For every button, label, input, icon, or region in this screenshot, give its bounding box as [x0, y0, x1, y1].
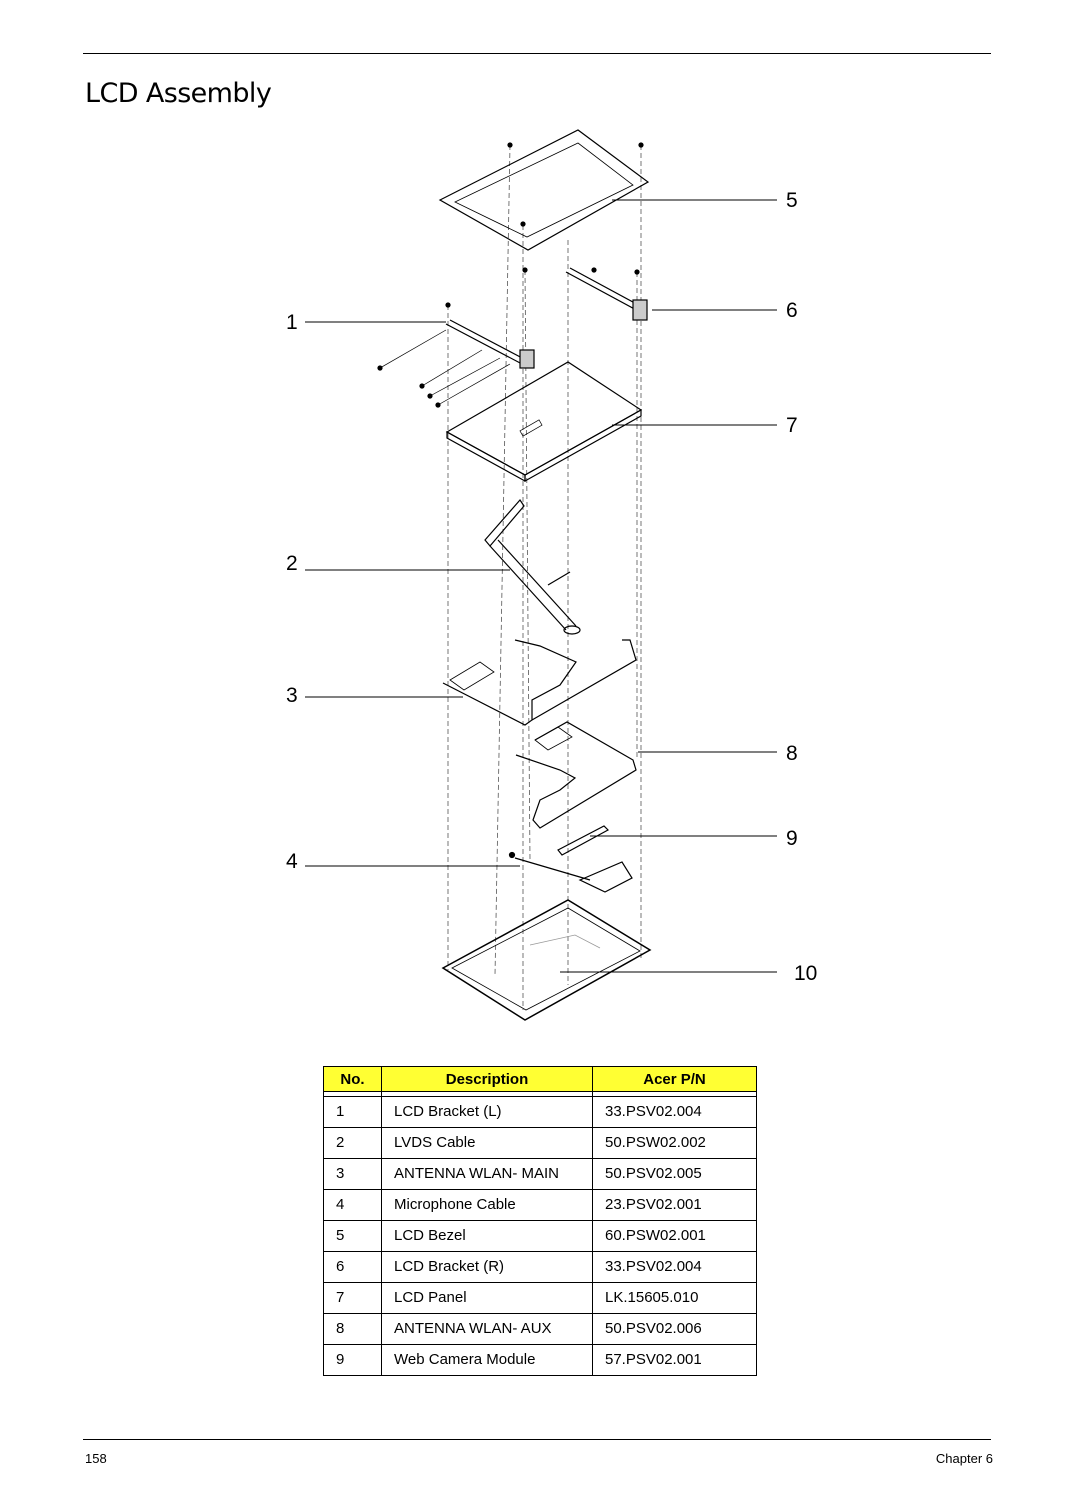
lcd-bracket-r-part [522, 267, 648, 321]
callout-6: 6 [786, 299, 798, 322]
guide-lines [447, 144, 642, 1010]
page-number: 158 [85, 1451, 107, 1466]
table-row: 5 LCD Bezel 60.PSW02.001 [323, 1220, 757, 1252]
cell-part-number: 23.PSV02.001 [592, 1189, 757, 1221]
cell-no: 3 [323, 1158, 382, 1190]
table-row: 2 LVDS Cable 50.PSW02.002 [323, 1127, 757, 1159]
page-title: LCD Assembly [85, 78, 272, 109]
table-row: 7 LCD Panel LK.15605.010 [323, 1282, 757, 1314]
cell-description: Microphone Cable [381, 1189, 593, 1221]
cell-no: 6 [323, 1251, 382, 1283]
antenna-wlan-aux-part [515, 721, 637, 829]
parts-table: No. Description Acer P/N 1 LCD Bracket (… [323, 1066, 757, 1376]
chapter-label: Chapter 6 [935, 1451, 993, 1466]
web-camera-module-part [557, 825, 609, 856]
cell-no: 7 [323, 1282, 382, 1314]
cell-description: ANTENNA WLAN- MAIN [381, 1158, 593, 1190]
cell-description: LCD Bracket (R) [381, 1251, 593, 1283]
callout-7: 7 [786, 414, 798, 437]
callout-2: 2 [286, 552, 298, 575]
lvds-cable-part [484, 499, 581, 635]
table-spacer-row [323, 1091, 757, 1097]
cell-description: LVDS Cable [381, 1127, 593, 1159]
table-header-row: No. Description Acer P/N [323, 1066, 757, 1092]
microphone-cable-part [508, 851, 633, 893]
cell-description: LCD Bracket (L) [381, 1096, 593, 1128]
cell-part-number: 50.PSV02.006 [592, 1313, 757, 1345]
callout-labels: 1 2 3 4 5 6 7 8 9 10 [286, 189, 817, 985]
cell-part-number: LK.15605.010 [592, 1282, 757, 1314]
cell-part-number: 33.PSV02.004 [592, 1251, 757, 1283]
exploded-view-diagram: 1 2 3 4 5 6 7 8 9 10 [286, 129, 817, 1021]
lcd-bezel-part [438, 129, 650, 251]
antenna-wlan-main-part [442, 639, 637, 726]
cell-no: 5 [323, 1220, 382, 1252]
callout-3: 3 [286, 684, 298, 707]
cell-no: 9 [323, 1344, 382, 1376]
lcd-cover-part [441, 899, 652, 1021]
callout-9: 9 [786, 827, 798, 850]
table-row: 9 Web Camera Module 57.PSV02.001 [323, 1344, 757, 1376]
table-row: 1 LCD Bracket (L) 33.PSV02.004 [323, 1096, 757, 1128]
callout-10: 10 [794, 962, 817, 985]
lcd-panel-part [445, 361, 643, 483]
cell-description: LCD Panel [381, 1282, 593, 1314]
callout-4: 4 [286, 850, 298, 873]
callout-8: 8 [786, 742, 798, 765]
table-row: 4 Microphone Cable 23.PSV02.001 [323, 1189, 757, 1221]
cell-description: ANTENNA WLAN- AUX [381, 1313, 593, 1345]
table-row: 6 LCD Bracket (R) 33.PSV02.004 [323, 1251, 757, 1283]
cell-part-number: 50.PSW02.002 [592, 1127, 757, 1159]
lcd-bracket-l-part [377, 302, 535, 408]
cell-no: 8 [323, 1313, 382, 1345]
cell-part-number: 57.PSV02.001 [592, 1344, 757, 1376]
column-header-no: No. [323, 1066, 382, 1092]
column-header-description: Description [381, 1066, 593, 1092]
cell-description: Web Camera Module [381, 1344, 593, 1376]
table-row: 8 ANTENNA WLAN- AUX 50.PSV02.006 [323, 1313, 757, 1345]
table-row: 3 ANTENNA WLAN- MAIN 50.PSV02.005 [323, 1158, 757, 1190]
cell-part-number: 33.PSV02.004 [592, 1096, 757, 1128]
cell-no: 2 [323, 1127, 382, 1159]
cell-no: 4 [323, 1189, 382, 1221]
callout-1: 1 [286, 311, 298, 334]
cell-no: 1 [323, 1096, 382, 1128]
cell-description: LCD Bezel [381, 1220, 593, 1252]
leader-lines [305, 199, 777, 973]
column-header-part-number: Acer P/N [592, 1066, 757, 1092]
cell-part-number: 50.PSV02.005 [592, 1158, 757, 1190]
footer-rule [83, 1439, 991, 1440]
callout-5: 5 [786, 189, 798, 212]
cell-part-number: 60.PSW02.001 [592, 1220, 757, 1252]
header-rule [83, 53, 991, 54]
